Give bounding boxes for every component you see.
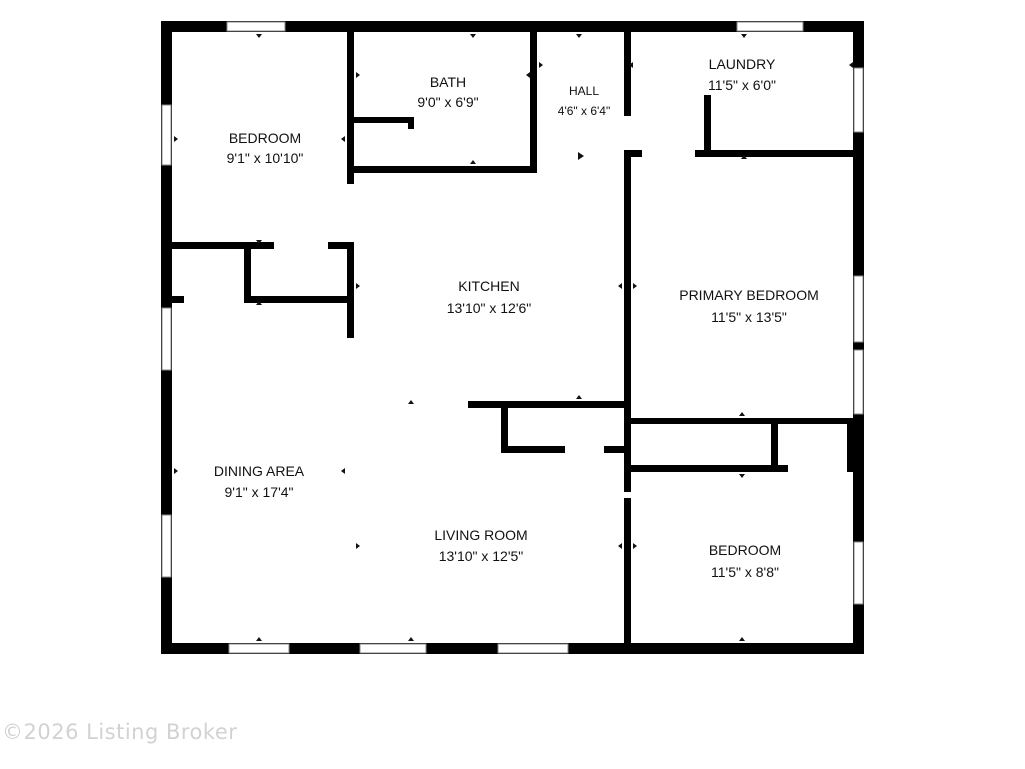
window — [161, 104, 172, 166]
marker — [256, 637, 262, 641]
room-labels: BEDROOM 9'1" x 10'10" BATH 9'0" x 6'9" H… — [214, 56, 819, 580]
room-dims-bath: 9'0" x 6'9" — [417, 94, 478, 110]
marker — [341, 136, 345, 142]
wall — [172, 242, 274, 249]
marker — [356, 72, 360, 78]
wall — [624, 32, 631, 116]
marker — [256, 301, 262, 305]
window — [359, 643, 427, 654]
wall — [704, 95, 711, 157]
wall — [847, 418, 854, 472]
windows — [161, 21, 864, 654]
marker — [174, 468, 178, 474]
window — [853, 275, 864, 343]
room-name-kitchen: KITCHEN — [458, 278, 519, 294]
room-name-living-room: LIVING ROOM — [434, 527, 527, 543]
marker — [618, 543, 622, 549]
marker — [526, 72, 530, 78]
interior-walls — [172, 32, 854, 644]
room-name-laundry: LAUNDRY — [709, 56, 776, 72]
wall — [771, 418, 778, 470]
wall — [501, 446, 565, 453]
room-name-primary-bedroom: PRIMARY BEDROOM — [679, 287, 819, 303]
wall — [501, 401, 508, 453]
wall — [172, 296, 184, 303]
marker — [618, 283, 622, 289]
wall — [695, 150, 853, 157]
wall — [347, 166, 537, 173]
wall — [244, 296, 354, 303]
wall — [604, 446, 631, 453]
marker — [539, 62, 543, 68]
room-dims-primary-bedroom: 11'5" x 13'5" — [711, 309, 787, 325]
marker — [629, 62, 633, 68]
window — [226, 21, 286, 32]
copyright-watermark: ©2026 Listing Broker — [2, 720, 238, 744]
window — [853, 349, 864, 415]
room-dims-hall: 4'6" x 6'4" — [558, 104, 610, 118]
marker — [408, 637, 414, 641]
marker — [739, 474, 745, 478]
marker — [739, 412, 745, 416]
room-dims-laundry: 11'5" x 6'0" — [708, 77, 776, 93]
wall — [347, 32, 354, 184]
room-name-bath: BATH — [430, 74, 466, 90]
room-dims-dining-area: 9'1" x 17'4" — [225, 484, 294, 500]
window — [228, 643, 290, 654]
markers — [174, 34, 853, 641]
wall — [468, 401, 631, 408]
window — [853, 541, 864, 605]
wall — [628, 465, 788, 472]
wall — [408, 117, 414, 129]
marker — [633, 543, 637, 549]
room-name-hall: HALL — [569, 84, 599, 98]
marker — [578, 152, 584, 160]
marker — [356, 283, 360, 289]
room-dims-bedroom-nw: 9'1" x 10'10" — [227, 150, 304, 166]
marker — [741, 155, 747, 159]
marker — [408, 400, 414, 404]
wall — [624, 150, 631, 492]
wall — [347, 242, 354, 338]
room-dims-living-room: 13'10" x 12'5" — [439, 548, 524, 564]
window — [161, 307, 172, 371]
room-name-bedroom-nw: BEDROOM — [229, 130, 301, 146]
marker — [174, 136, 178, 142]
wall — [530, 32, 537, 173]
room-name-bedroom-se: BEDROOM — [709, 542, 781, 558]
wall — [354, 117, 414, 123]
marker — [576, 395, 582, 399]
marker — [576, 34, 582, 38]
wall-top — [161, 21, 864, 32]
room-name-dining-area: DINING AREA — [214, 463, 305, 479]
marker — [356, 543, 360, 549]
wall — [628, 418, 854, 424]
marker — [470, 160, 476, 164]
wall — [628, 150, 642, 157]
wall — [328, 242, 354, 249]
marker — [633, 283, 637, 289]
window — [853, 67, 864, 133]
window — [161, 514, 172, 578]
marker — [341, 468, 345, 474]
marker — [741, 34, 747, 38]
marker — [739, 637, 745, 641]
marker — [849, 62, 853, 68]
window — [736, 21, 804, 32]
room-dims-kitchen: 13'10" x 12'6" — [447, 300, 532, 316]
marker — [256, 34, 262, 38]
wall — [624, 498, 631, 644]
window — [497, 643, 569, 654]
room-dims-bedroom-se: 11'5" x 8'8" — [711, 564, 779, 580]
wall — [244, 249, 251, 299]
marker — [470, 34, 476, 38]
marker — [256, 240, 262, 244]
